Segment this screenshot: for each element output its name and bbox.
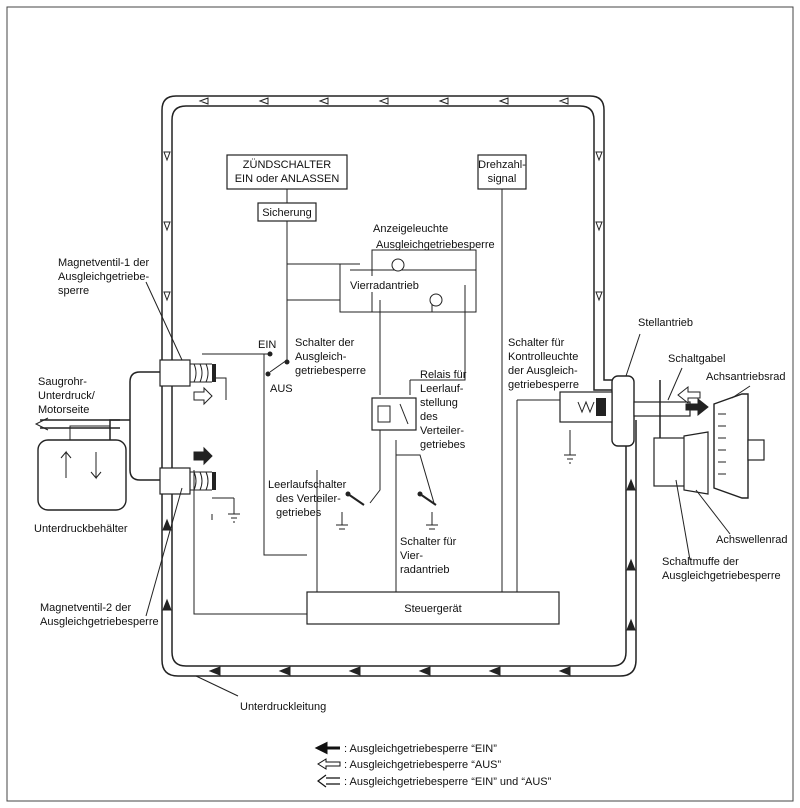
4wd-switch-icon (417, 491, 438, 530)
solenoid1-line3: sperre (58, 285, 89, 297)
vacuum-source-arrow (34, 417, 49, 431)
ignition-line1: ZÜNDSCHALTER (243, 159, 331, 171)
relay-line5: Verteiler- (420, 425, 464, 437)
fwd-switch-line3: radantrieb (400, 564, 450, 576)
lamp-4wd-label: Vierradantrieb (350, 280, 419, 292)
axle-shaft-gear-label: Achswellenrad (716, 534, 788, 546)
ignition-line2: EIN oder ANLASSEN (235, 173, 340, 185)
lamp-diff-lock-label: Ausgleichgetriebesperre (376, 239, 495, 251)
vacuum-source-line3: Motorseite (38, 404, 89, 416)
indicator-switch-line4: getriebesperre (508, 379, 579, 391)
vacuum-source-line2: Unterdruck/ (38, 390, 96, 402)
vacuum-line-loop (161, 95, 637, 677)
actuator-label: Stellantrieb (638, 317, 693, 329)
ignition-switch-box: ZÜNDSCHALTER EIN oder ANLASSEN (226, 154, 348, 190)
speed-signal-line1: Drehzahl- (478, 159, 526, 171)
legend: : Ausgleichgetriebesperre “EIN” : Ausgle… (314, 741, 552, 788)
diff-lock-switch-icon (265, 351, 290, 377)
direction-arrows-icon (677, 385, 709, 417)
relay-line2: Leerlauf- (420, 383, 464, 395)
speed-signal-line2: signal (488, 173, 517, 185)
solenoid-valve-2-icon (159, 446, 216, 495)
solenoid1-line1: Magnetventil-1 der (58, 257, 149, 269)
idle-switch-line3: getriebes (276, 507, 322, 519)
shift-fork-icon (653, 380, 690, 487)
legend-item-solid: : Ausgleichgetriebesperre “EIN” (314, 741, 497, 755)
shift-sleeve-line2: Ausgleichgetriebesperre (662, 570, 781, 582)
axle-drive-gear-icon (713, 393, 765, 499)
fuse-label: Sicherung (262, 207, 312, 219)
indicator-lamp-group: Anzeigeleuchte Ausgleichgetriebesperre V… (346, 223, 495, 313)
legend-text-double: : Ausgleichgetriebesperre “EIN” und “AUS… (344, 776, 552, 788)
axle-shaft-gear-icon (683, 431, 709, 495)
lamp-diff-lock-icon (391, 258, 405, 272)
control-unit-box: Steuergerät (306, 591, 560, 625)
speed-signal-box: Drehzahl- signal (477, 154, 527, 190)
vacuum-source-line1: Saugrohr- (38, 376, 87, 388)
legend-text-solid: : Ausgleichgetriebesperre “EIN” (344, 743, 497, 755)
axle-drive-gear-label: Achsantriebsrad (706, 371, 786, 383)
vacuum-tank-icon (37, 425, 127, 511)
indicator-switch-line1: Schalter für (508, 337, 565, 349)
solenoid-valve-1-icon (159, 359, 216, 406)
wiring (193, 189, 560, 615)
solenoid1-line2: Ausgleichgetriebe- (58, 271, 149, 283)
ground-icon (228, 430, 576, 523)
legend-item-hollow: : Ausgleichgetriebesperre “AUS” (317, 758, 501, 771)
indicator-switch-line3: der Ausgleich- (508, 365, 578, 377)
vacuum-line-label: Unterdruckleitung (240, 701, 326, 713)
diff-switch-line3: getriebesperre (295, 365, 366, 377)
actuator-icon (559, 375, 691, 447)
labels-center: EIN AUS Schalter der Ausgleich- getriebe… (258, 337, 467, 576)
labels-left: Magnetventil-1 der Ausgleichgetriebe- sp… (34, 257, 326, 713)
solenoid2-line1: Magnetventil-2 der (40, 602, 131, 614)
solenoid2-line2: Ausgleichgetriebesperre (40, 616, 159, 628)
lamp-4wd-icon (429, 293, 443, 307)
legend-text-hollow: : Ausgleichgetriebesperre “AUS” (344, 759, 501, 771)
indicator-switch-line2: Kontrolleuchte (508, 351, 578, 363)
vacuum-pipe-left (40, 371, 160, 481)
relay-line1: Relais für (420, 369, 467, 381)
fwd-switch-line2: Vier- (400, 550, 423, 562)
relay-line6: getriebes (420, 439, 466, 451)
idle-switch-line2: des Verteiler- (276, 493, 341, 505)
indicator-lamp-label: Anzeigeleuchte (373, 223, 448, 235)
double-arrow-icon (317, 774, 340, 788)
diff-switch-line2: Ausgleich- (295, 351, 347, 363)
labels-right: Schalter für Kontrolleuchte der Ausgleic… (508, 317, 788, 582)
relay-line4: des (420, 411, 438, 423)
legend-item-double: : Ausgleichgetriebesperre “EIN” und “AUS… (317, 774, 552, 788)
solid-arrow-icon (314, 741, 340, 755)
idle-switch-line1: Leerlaufschalter (268, 479, 347, 491)
vacuum-tank-label: Unterdruckbehälter (34, 523, 128, 535)
hollow-arrow-icon (317, 758, 341, 770)
control-unit-label: Steuergerät (404, 603, 461, 615)
fuse-box: Sicherung (257, 202, 317, 222)
shift-sleeve-line1: Schaltmuffe der (662, 556, 739, 568)
switch-on-label: EIN (258, 339, 276, 351)
idle-switch-icon (336, 491, 365, 530)
shift-fork-label: Schaltgabel (668, 353, 726, 365)
relay-line3: stellung (420, 397, 458, 409)
leader-lines (145, 281, 751, 697)
switch-off-label: AUS (270, 383, 293, 395)
outer-frame (6, 6, 794, 802)
relay-icon (371, 397, 417, 431)
diff-switch-line1: Schalter der (295, 337, 355, 349)
fwd-switch-line1: Schalter für (400, 536, 457, 548)
